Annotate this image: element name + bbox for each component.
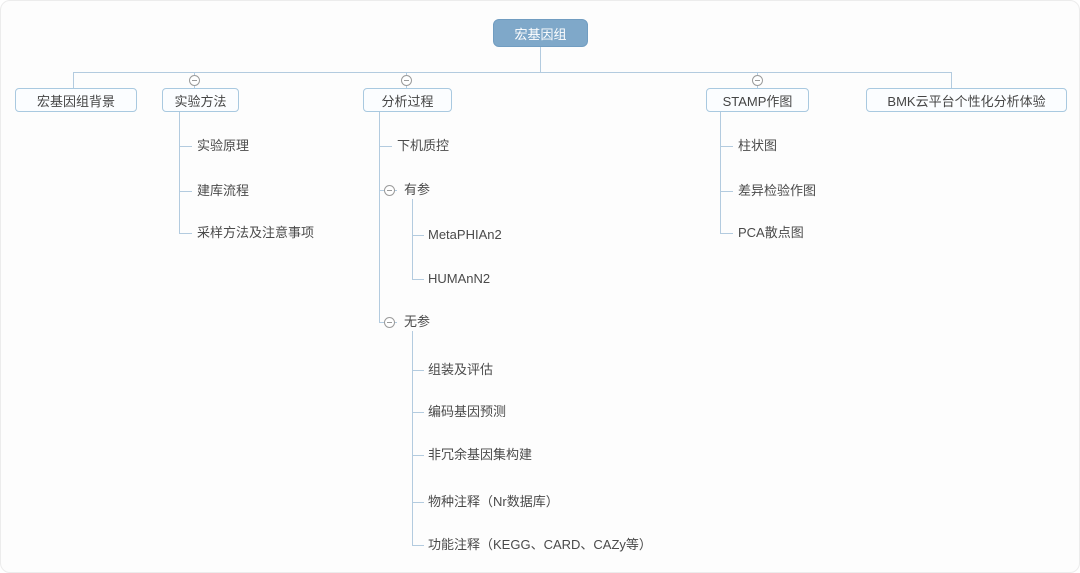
- connector-trunk: [179, 112, 180, 233]
- connector-drop: [951, 72, 952, 88]
- connector-trunk: [412, 331, 413, 545]
- branch-node-stamp-plot[interactable]: STAMP作图: [706, 88, 809, 112]
- branch-node-background[interactable]: 宏基因组背景: [15, 88, 137, 112]
- subbranch-node-reference-free[interactable]: 无参: [404, 314, 431, 329]
- leaf-node[interactable]: 差异检验作图: [738, 183, 817, 198]
- branch-node-analysis-process[interactable]: 分析过程: [363, 88, 452, 112]
- connector-stub: [179, 233, 192, 234]
- connector-trunk: [412, 199, 413, 279]
- connector-trunk: [379, 112, 380, 322]
- connector-root-drop: [540, 47, 541, 72]
- collapse-icon[interactable]: [384, 185, 395, 196]
- leaf-node[interactable]: 非冗余基因集构建: [428, 447, 533, 462]
- leaf-node[interactable]: PCA散点图: [738, 225, 804, 240]
- leaf-node[interactable]: 物种注释（Nr数据库）: [428, 494, 559, 509]
- root-node[interactable]: 宏基因组: [493, 19, 588, 47]
- leaf-node[interactable]: 柱状图: [738, 138, 778, 153]
- leaf-node[interactable]: 功能注释（KEGG、CARD、CAZy等）: [428, 537, 652, 552]
- connector-stub: [412, 455, 424, 456]
- connector-drop: [73, 72, 74, 88]
- collapse-icon[interactable]: [401, 75, 412, 86]
- leaf-node[interactable]: 实验原理: [197, 138, 250, 153]
- collapse-icon[interactable]: [189, 75, 200, 86]
- connector-stub: [412, 235, 424, 236]
- connector-stub: [379, 146, 392, 147]
- leaf-node[interactable]: 编码基因预测: [428, 404, 507, 419]
- connector-spine: [73, 72, 952, 73]
- connector-stub: [720, 191, 733, 192]
- connector-stub: [179, 191, 192, 192]
- leaf-node[interactable]: 建库流程: [197, 183, 250, 198]
- collapse-icon[interactable]: [752, 75, 763, 86]
- branch-node-bmk-cloud[interactable]: BMK云平台个性化分析体验: [866, 88, 1067, 112]
- subbranch-node-reference-based[interactable]: 有参: [404, 182, 431, 197]
- leaf-node[interactable]: 采样方法及注意事项: [197, 225, 315, 240]
- leaf-node[interactable]: 组装及评估: [428, 362, 494, 377]
- leaf-node[interactable]: HUMAnN2: [428, 271, 491, 286]
- connector-stub: [720, 233, 733, 234]
- connector-stub: [412, 279, 424, 280]
- connector-stub: [412, 502, 424, 503]
- leaf-node[interactable]: MetaPHIAn2: [428, 227, 502, 242]
- collapse-icon[interactable]: [384, 317, 395, 328]
- connector-stub: [179, 146, 192, 147]
- connector-stub: [412, 545, 424, 546]
- connector-stub: [412, 370, 424, 371]
- branch-node-experiment-method[interactable]: 实验方法: [162, 88, 239, 112]
- leaf-node[interactable]: 下机质控: [397, 138, 450, 153]
- connector-trunk: [720, 112, 721, 233]
- connector-stub: [412, 412, 424, 413]
- connector-stub: [720, 146, 733, 147]
